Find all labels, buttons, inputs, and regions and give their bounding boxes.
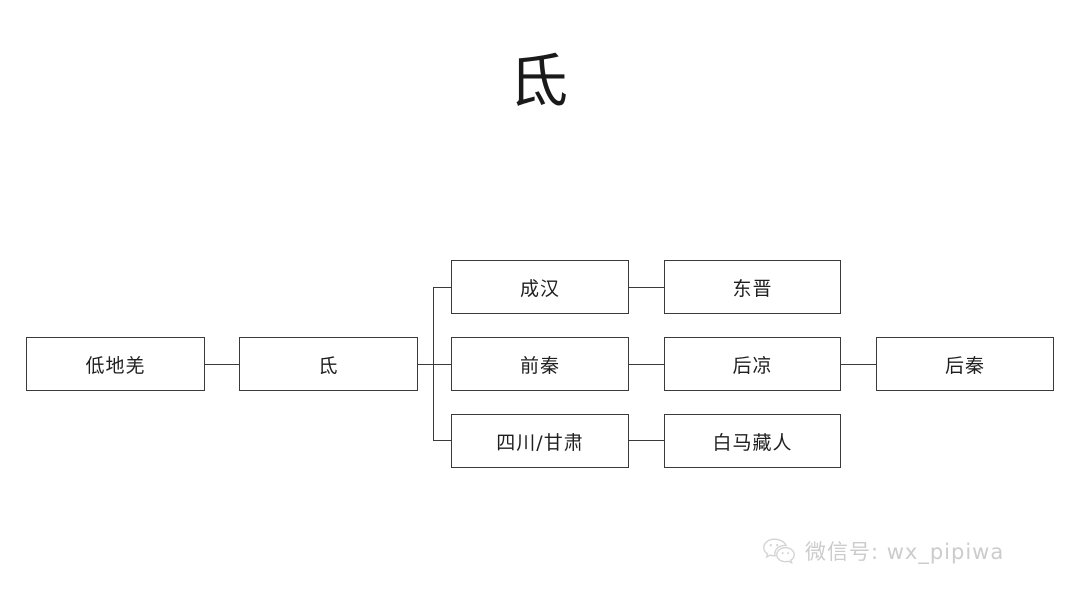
node-leaf-bottom[interactable]: 白马藏人 [664,414,841,468]
node-leaf-top[interactable]: 东晋 [664,260,841,314]
edge-leaf-mid-to-leaf-far [841,364,876,365]
node-branch-top[interactable]: 成汉 [451,260,629,314]
edge-root-to-stem [205,364,239,365]
edge-stem-stub [418,364,433,365]
node-stem[interactable]: 氐 [239,337,418,391]
edge-trunk-vertical [433,287,434,440]
node-branch-bottom[interactable]: 四川/甘肃 [451,414,629,468]
node-leaf-far[interactable]: 后秦 [876,337,1054,391]
edge-branch-bottom-to-leaf-bottom [629,440,664,441]
edge-branch-mid-to-leaf-mid [629,364,664,365]
watermark: 微信号: wx_pipiwa [762,536,1004,566]
edge-branch-top-to-leaf-top [629,287,664,288]
node-leaf-mid[interactable]: 后凉 [664,337,841,391]
page-title: 氐 [509,47,570,115]
edge-trunk-to-branch-bottom [433,440,451,441]
wechat-icon [762,537,796,565]
edge-trunk-to-branch-mid [433,364,451,365]
node-root[interactable]: 低地羌 [26,337,205,391]
node-branch-mid[interactable]: 前秦 [451,337,629,391]
edge-trunk-to-branch-top [433,287,451,288]
watermark-text: 微信号: wx_pipiwa [805,540,1005,564]
